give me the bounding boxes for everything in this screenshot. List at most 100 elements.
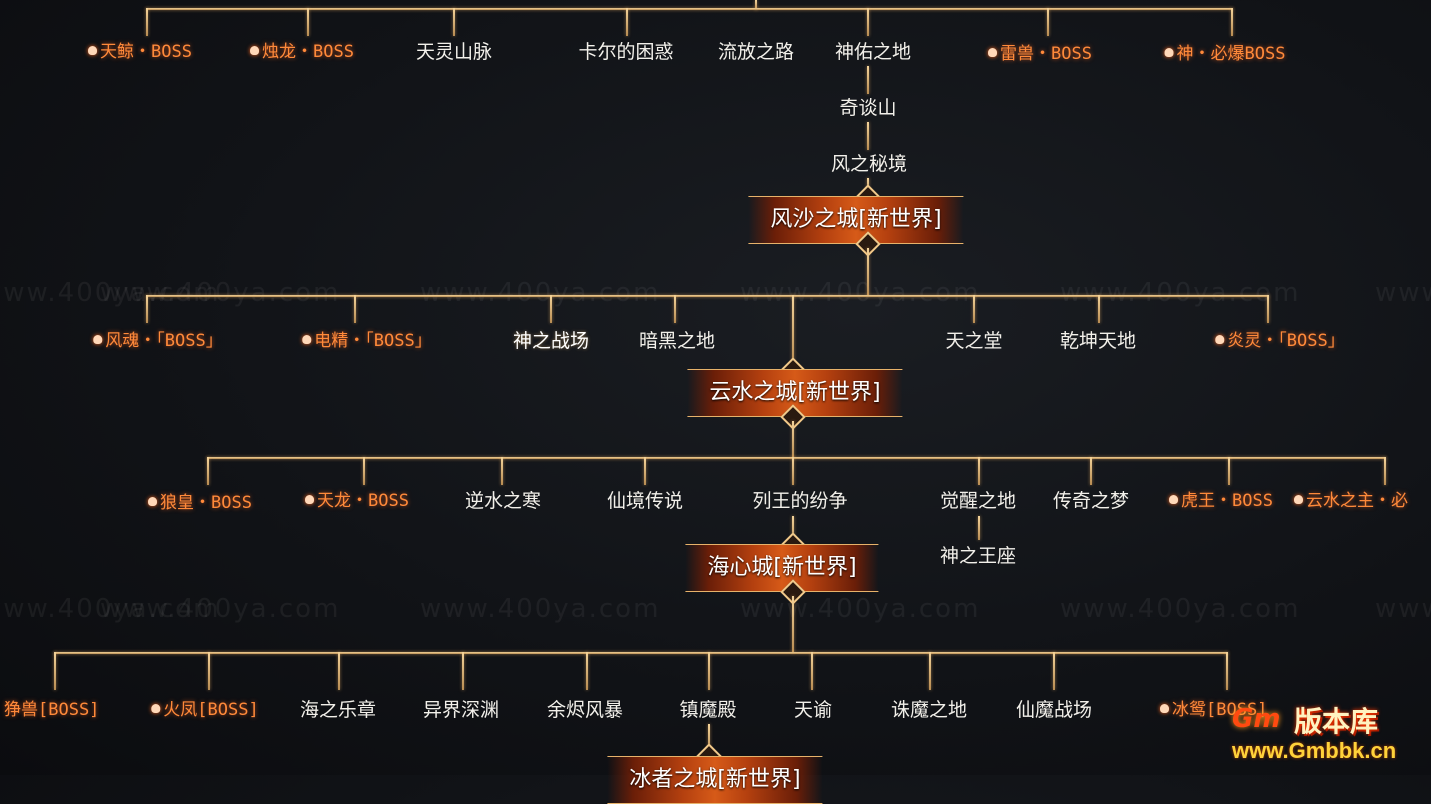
site-logo: Gm 版本库 www.Gmbbk.cn: [1232, 700, 1422, 770]
city-banner[interactable]: 风沙之城[新世界]: [748, 196, 964, 244]
map-node[interactable]: 传奇之梦: [1052, 490, 1130, 512]
map-node[interactable]: 电精・「BOSS」: [302, 330, 432, 352]
map-node[interactable]: 觉醒之地: [939, 490, 1017, 512]
map-node[interactable]: 天鲸・BOSS: [88, 41, 192, 63]
connector: [644, 457, 646, 485]
map-node[interactable]: 逆水之寒: [464, 490, 542, 512]
skull-icon: [1215, 335, 1225, 344]
map-node[interactable]: 烛龙・BOSS: [250, 41, 354, 63]
map-node[interactable]: 狰兽[BOSS]: [4, 700, 100, 720]
map-node-label: 烛龙・BOSS: [262, 42, 354, 62]
skull-icon: [250, 46, 260, 55]
map-node[interactable]: 冰鸳[BOSS]: [1160, 699, 1267, 721]
map-node[interactable]: 云水之主・必: [1294, 490, 1408, 512]
map-node[interactable]: 海之乐章: [299, 699, 377, 721]
connector: [338, 652, 340, 690]
watermark: www.400ya.com: [420, 594, 661, 624]
map-node[interactable]: 神佑之地: [834, 41, 912, 63]
watermark: www.400ya.com: [100, 278, 341, 308]
skull-icon: [151, 704, 161, 713]
map-node-label: 冰鸳[BOSS]: [1172, 700, 1268, 720]
city-banner[interactable]: 海心城[新世界]: [685, 544, 879, 592]
map-node[interactable]: 神・必爆BOSS: [1164, 43, 1286, 65]
map-node[interactable]: 天灵山脉: [415, 41, 493, 63]
connector: [146, 8, 1233, 10]
watermark: www.400ya.com: [740, 278, 981, 308]
connector: [867, 8, 869, 36]
watermark: www.400ya.com: [1060, 278, 1301, 308]
map-node[interactable]: 流放之路: [717, 41, 795, 63]
connector: [208, 652, 210, 690]
skull-icon: [1160, 704, 1169, 713]
skull-icon: [988, 48, 998, 57]
map-node-label: 云水之主・必: [1306, 491, 1408, 511]
map-node[interactable]: 风魂・「BOSS」: [93, 330, 223, 352]
map-node[interactable]: 乾坤天地: [1059, 330, 1137, 352]
connector: [146, 8, 148, 36]
map-node[interactable]: 虎王・BOSS: [1169, 490, 1273, 512]
map-node[interactable]: 雷兽・BOSS: [988, 43, 1092, 65]
connector: [1384, 457, 1386, 485]
connector: [307, 8, 309, 36]
watermark: www.400ya.com: [0, 278, 221, 308]
connector: [462, 652, 464, 690]
watermark: www.400ya.com: [1375, 278, 1431, 308]
map-node[interactable]: 狼皇・BOSS: [148, 492, 252, 514]
map-node[interactable]: 神之王座: [939, 545, 1017, 567]
watermark: www.400ya.com: [1375, 594, 1431, 624]
map-node[interactable]: 天谕: [793, 699, 833, 721]
map-node-label: 炎灵・「BOSS」: [1227, 331, 1345, 351]
connector: [973, 295, 975, 323]
map-node[interactable]: 仙魔战场: [1015, 699, 1093, 721]
map-node[interactable]: 余烬风暴: [546, 699, 624, 721]
city-banner[interactable]: 冰者之城[新世界]: [607, 756, 823, 804]
map-node[interactable]: 列王的纷争: [752, 490, 848, 512]
map-node[interactable]: 诛魔之地: [890, 699, 968, 721]
skull-icon: [1164, 48, 1174, 57]
connector: [207, 457, 1386, 459]
connector: [1053, 652, 1055, 690]
connector: [867, 248, 869, 296]
connector: [1228, 457, 1230, 485]
skull-icon: [302, 335, 312, 344]
map-node[interactable]: 卡尔的困惑: [578, 41, 674, 63]
map-node[interactable]: 风之秘境: [830, 153, 908, 175]
skull-icon: [305, 495, 315, 504]
map-node-label: 电精・「BOSS」: [314, 331, 432, 351]
connector: [1226, 652, 1228, 690]
map-node[interactable]: 炎灵・「BOSS」: [1215, 330, 1345, 352]
connector: [363, 457, 365, 485]
map-node[interactable]: 火凤[BOSS]: [151, 699, 259, 721]
connector: [1231, 8, 1233, 36]
map-node[interactable]: 镇魔殿: [679, 699, 737, 721]
map-node-label: 虎王・BOSS: [1181, 491, 1273, 511]
connector: [586, 652, 588, 690]
skull-icon: [1169, 495, 1179, 504]
map-node[interactable]: 异界深渊: [422, 699, 500, 721]
connector: [708, 652, 710, 690]
connector: [867, 122, 869, 150]
map-node[interactable]: 暗黑之地: [638, 330, 716, 352]
connector: [792, 457, 794, 485]
connector: [792, 516, 794, 546]
map-node[interactable]: 天龙・BOSS: [305, 490, 409, 512]
connector: [755, 0, 757, 10]
connector: [1047, 8, 1049, 36]
skull-icon: [88, 46, 98, 55]
map-node[interactable]: 奇谈山: [839, 97, 897, 119]
connector: [674, 295, 676, 323]
map-node-label: 雷兽・BOSS: [1000, 44, 1092, 64]
connector: [626, 8, 628, 36]
connector: [207, 457, 209, 485]
watermark: www.400ya.com: [420, 278, 661, 308]
connector: [792, 596, 794, 653]
map-node[interactable]: 仙境传说: [606, 490, 684, 512]
skull-icon: [148, 497, 158, 506]
map-node-label: 神・必爆BOSS: [1176, 44, 1286, 64]
map-node[interactable]: 天之堂: [945, 330, 1003, 352]
connector: [54, 652, 1228, 654]
connector: [146, 295, 148, 323]
connector: [1090, 457, 1092, 485]
map-node[interactable]: 神之战场: [512, 330, 590, 352]
watermark: www.400ya.com: [0, 594, 221, 624]
